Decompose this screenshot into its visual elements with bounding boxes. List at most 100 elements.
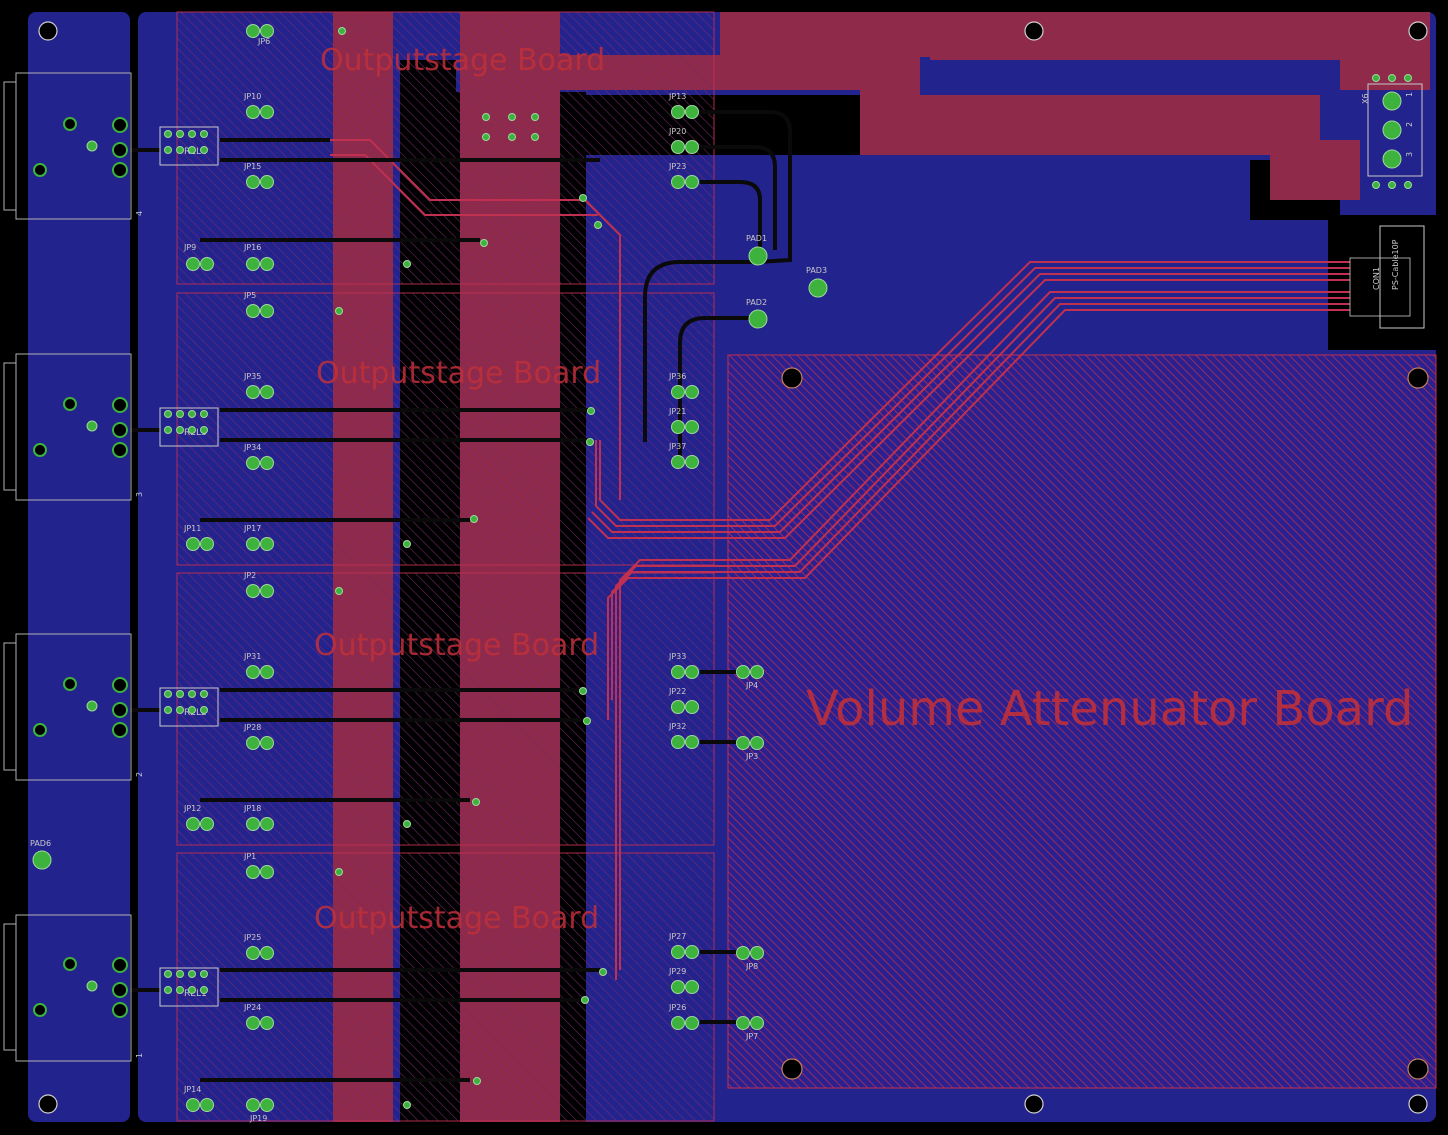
jumper-pad <box>260 257 274 271</box>
via <box>176 690 184 698</box>
via <box>188 970 196 978</box>
channel-number-1: 1 <box>135 1053 144 1058</box>
via <box>33 723 47 737</box>
jumper-jp2 <box>246 584 274 598</box>
jumper-label-jp9: JP9 <box>183 243 196 252</box>
via <box>403 820 411 828</box>
jumper-pad <box>260 1098 274 1112</box>
jumper-pad <box>671 385 685 399</box>
jumper-jp1 <box>246 865 274 879</box>
via <box>482 133 490 141</box>
jumper-jp27 <box>671 945 699 959</box>
jumper-pad <box>671 1016 685 1030</box>
via <box>63 677 77 691</box>
via <box>480 239 488 247</box>
jumper-jp36 <box>671 385 699 399</box>
via <box>579 194 587 202</box>
jumper-pad <box>246 1016 260 1030</box>
via <box>586 438 594 446</box>
via <box>508 133 516 141</box>
jumper-pad <box>671 665 685 679</box>
jumper-label-jp1: JP1 <box>243 852 256 861</box>
jumper-jp9 <box>186 257 214 271</box>
jumper-pad <box>260 584 274 598</box>
jumper-pad <box>671 140 685 154</box>
jumper-jp35 <box>246 385 274 399</box>
jumper-label-jp25: JP25 <box>243 933 261 942</box>
jumper-pad <box>750 1016 764 1030</box>
jumper-jp7 <box>736 1016 764 1030</box>
via <box>164 426 172 434</box>
jumper-pad <box>685 735 699 749</box>
output-jacks <box>3 72 132 1062</box>
via <box>86 420 98 432</box>
via <box>164 410 172 418</box>
jumper-jp12 <box>186 817 214 831</box>
jumper-pad <box>260 946 274 960</box>
jumper-pad <box>671 735 685 749</box>
jumper-pad <box>685 105 699 119</box>
jumper-label-jp29: JP29 <box>668 967 686 976</box>
via <box>86 700 98 712</box>
via <box>335 868 343 876</box>
jumper-pad <box>260 304 274 318</box>
via <box>112 442 128 458</box>
via <box>470 515 478 523</box>
via <box>112 142 128 158</box>
pad-label: PAD6 <box>30 839 51 848</box>
jumper-label-jp14: JP14 <box>183 1085 201 1094</box>
via <box>63 957 77 971</box>
jumper-label-jp20: JP20 <box>668 127 686 136</box>
via <box>86 140 98 152</box>
via <box>112 1002 128 1018</box>
relay-label: REL2 <box>184 708 207 718</box>
jumper-pad <box>246 946 260 960</box>
jumper-label-jp13: JP13 <box>668 92 686 101</box>
jumper-label-jp34: JP34 <box>243 443 261 452</box>
jumper-label-jp21: JP21 <box>668 407 686 416</box>
jumper-jp29 <box>671 980 699 994</box>
jumper-label-jp26: JP26 <box>668 1003 686 1012</box>
jumper-jp16 <box>246 257 274 271</box>
channel-number-3: 3 <box>135 492 144 497</box>
via <box>587 407 595 415</box>
via <box>164 706 172 714</box>
jumper-pad <box>685 385 699 399</box>
via <box>403 1101 411 1109</box>
jumper-pad <box>671 420 685 434</box>
via <box>112 957 128 973</box>
jumper-pad <box>260 1016 274 1030</box>
relay-label: REL1 <box>184 989 207 999</box>
via <box>188 410 196 418</box>
via <box>200 410 208 418</box>
jumper-pad <box>246 257 260 271</box>
via <box>176 970 184 978</box>
jumper-pad <box>246 817 260 831</box>
jumper-jp11 <box>186 537 214 551</box>
via <box>200 970 208 978</box>
jumper-label-jp18: JP18 <box>243 804 261 813</box>
via <box>1388 74 1396 82</box>
jumper-pad <box>260 24 274 38</box>
jumper-jp34 <box>246 456 274 470</box>
via <box>112 702 128 718</box>
channel-number-4: 4 <box>135 211 144 216</box>
via <box>1372 74 1380 82</box>
volume-attenuator-label: Volume Attenuator Board <box>806 681 1413 737</box>
jumper-label-jp16: JP16 <box>243 243 261 252</box>
jumper-pad <box>260 175 274 189</box>
jumper-group <box>186 24 764 1112</box>
jumper-pad <box>736 946 750 960</box>
jumper-label-jp19: JP19 <box>249 1114 267 1123</box>
outputstage-label-3: Outputstage Board <box>316 356 601 391</box>
via <box>188 690 196 698</box>
channel-number-2: 2 <box>135 772 144 777</box>
jumper-label-jp31: JP31 <box>243 652 261 661</box>
via <box>1388 181 1396 189</box>
via <box>176 146 184 154</box>
via <box>112 162 128 178</box>
jumper-pad <box>685 420 699 434</box>
via <box>112 722 128 738</box>
jumper-pad <box>671 980 685 994</box>
via <box>188 146 196 154</box>
